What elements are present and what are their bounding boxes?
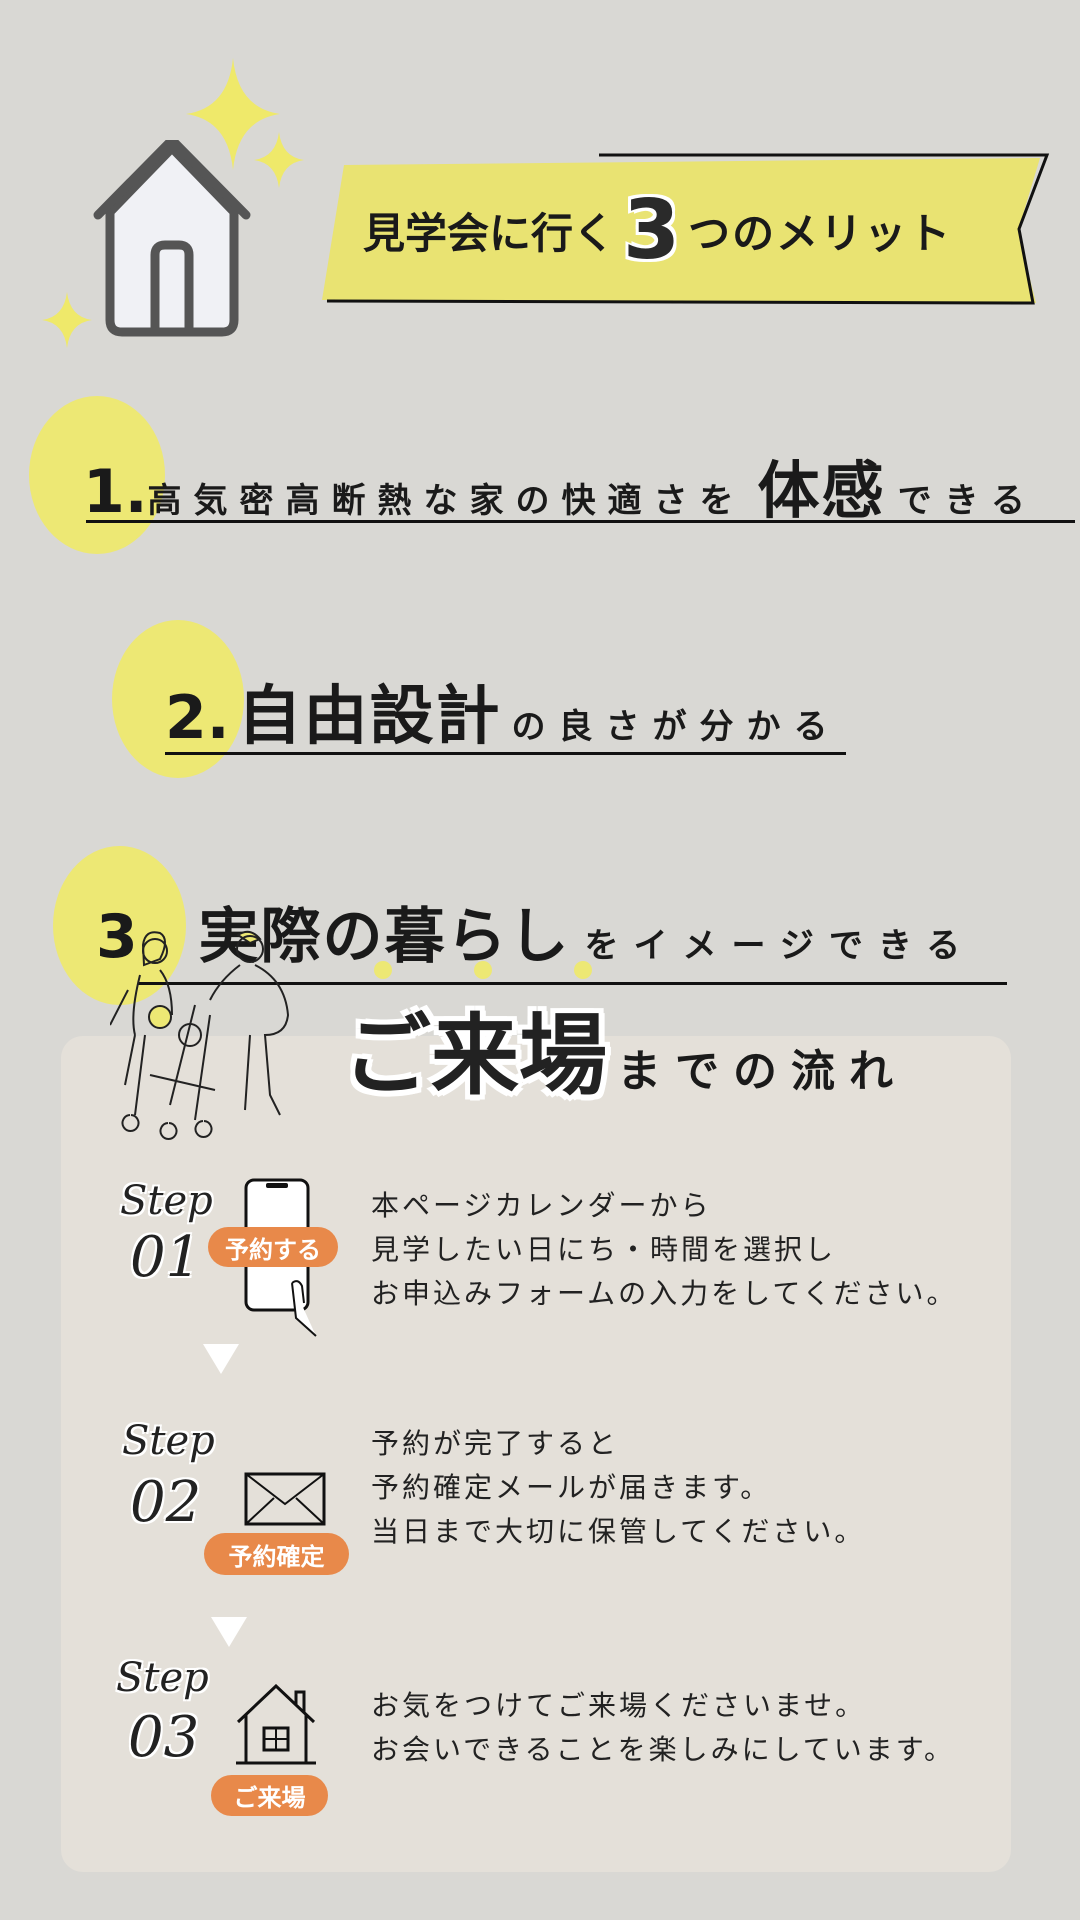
merit-3-underline — [138, 982, 1007, 985]
step-2-number: 02 — [130, 1470, 202, 1535]
smartphone-icon — [244, 1178, 317, 1337]
step-1-badge: 予約する — [208, 1227, 338, 1267]
arrow-down-icon — [203, 1344, 239, 1374]
merit-2-circle — [112, 620, 244, 778]
step-2-label: Step — [122, 1418, 215, 1464]
sparkle-icons — [42, 58, 304, 348]
flow-title: ご来場 までの流れ — [343, 1004, 908, 1107]
page-title: 見学会に行く 3 つのメリット — [363, 182, 953, 278]
arrow-down-icon — [211, 1617, 247, 1647]
merit-1: 1. 高気密高断熱な家の快適さを 体感 できる — [83, 454, 1038, 527]
merit-1-underline — [86, 520, 1075, 523]
step-1-label: Step — [120, 1178, 213, 1224]
flow-panel — [61, 1036, 1011, 1872]
merit-2-underline — [165, 752, 846, 755]
merit-3-circle — [53, 846, 186, 1005]
step-3-number: 03 — [128, 1705, 200, 1770]
step-1-number: 01 — [130, 1225, 202, 1290]
step-3-label: Step — [116, 1655, 209, 1701]
step-2-description: 予約が完了すると 予約確定メールが届きます。 当日まで大切に保管してください。 — [371, 1427, 866, 1548]
title-dots — [374, 961, 592, 979]
merit-1-circle — [29, 396, 165, 554]
step-1-description: 本ページカレンダーから 見学したい日にち・時間を選択し お申込みフォームの入力を… — [371, 1189, 958, 1310]
house-icon — [236, 1684, 316, 1765]
merit-3: 3. 実際の暮らし をイメージできる — [96, 902, 976, 972]
family-illustration — [110, 930, 290, 1140]
merit-2: 2. 自由設計 の良さが分かる — [165, 680, 841, 754]
step-2-badge: 予約確定 — [204, 1533, 349, 1575]
title-banner — [322, 153, 1050, 305]
step-3-description: お気をつけてご来場くださいませ。 お会いできることを楽しみにしています。 — [371, 1689, 955, 1766]
house-icon — [93, 140, 251, 337]
step-3-badge: ご来場 — [211, 1775, 328, 1816]
envelope-icon — [244, 1472, 326, 1526]
